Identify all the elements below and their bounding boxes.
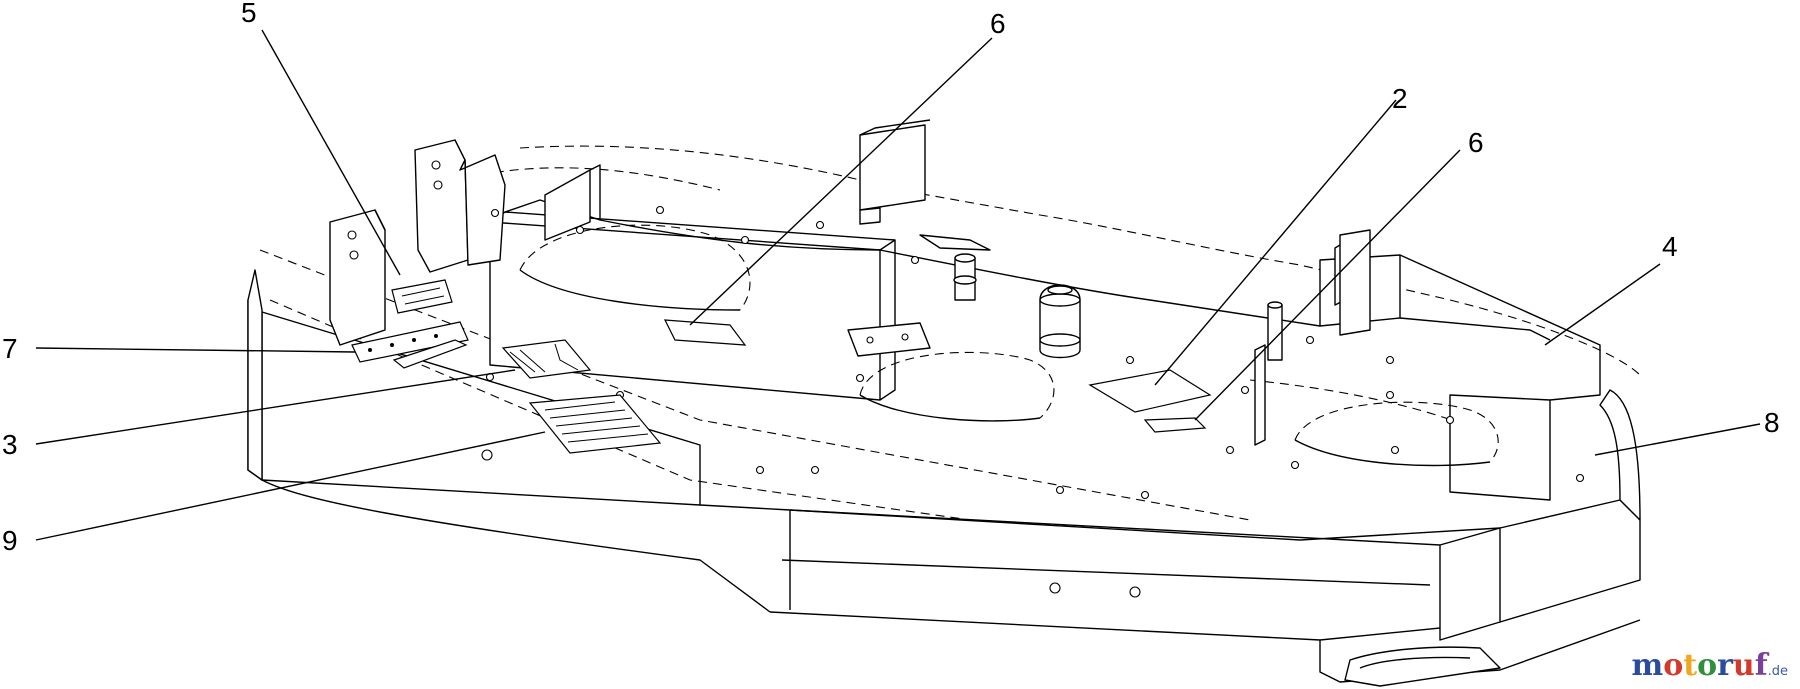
decal-5-brand [391,279,453,314]
leader-7 [35,347,356,353]
decal-3-danger [501,339,592,379]
spindle-posts [847,234,1283,361]
decal-9-warning [528,394,662,454]
callout-7: 7 [2,333,18,364]
callout-8: 8 [1764,407,1780,438]
leader-2 [1154,99,1397,386]
watermark-letter: t [1683,648,1698,683]
leader-5 [261,29,401,276]
deck-holes [481,205,1585,598]
mount-brackets [329,139,1371,446]
leader-9 [35,431,546,541]
watermark-letter: r [1717,648,1733,683]
decal-6b-strip [1143,417,1207,433]
leader-3 [35,369,516,445]
watermark-letter: f [1754,648,1768,683]
leader-lines [35,29,1761,541]
watermark-letter: u [1732,648,1755,683]
callout-3: 3 [2,429,18,460]
mower-deck-body [247,119,1641,687]
callout-5: 5 [241,0,257,28]
leader-8 [1594,423,1761,456]
decal-7-height-scale [351,321,469,369]
watermark-suffix: .de [1767,664,1788,679]
callout-4: 4 [1662,231,1678,262]
callout-numbers: 5 6 2 6 4 7 3 8 9 [2,0,1780,556]
motoruf-watermark-logo: motoruf.de [1631,648,1788,683]
leader-6a [689,37,993,326]
leader-6b [1194,149,1461,421]
watermark-letter: o [1663,648,1684,683]
spindle-openings [519,224,1499,467]
decal-6a-strip [663,319,747,346]
watermark-letter: o [1697,648,1718,683]
callout-6a: 6 [990,8,1006,39]
decal-2-square [1088,369,1212,413]
watermark-letter: m [1631,648,1664,683]
leader-4 [1544,263,1661,346]
watermark-letters: motoruf [1631,648,1767,683]
callout-6b: 6 [1468,127,1484,158]
callout-2: 2 [1392,83,1408,114]
callout-9: 9 [2,525,18,556]
